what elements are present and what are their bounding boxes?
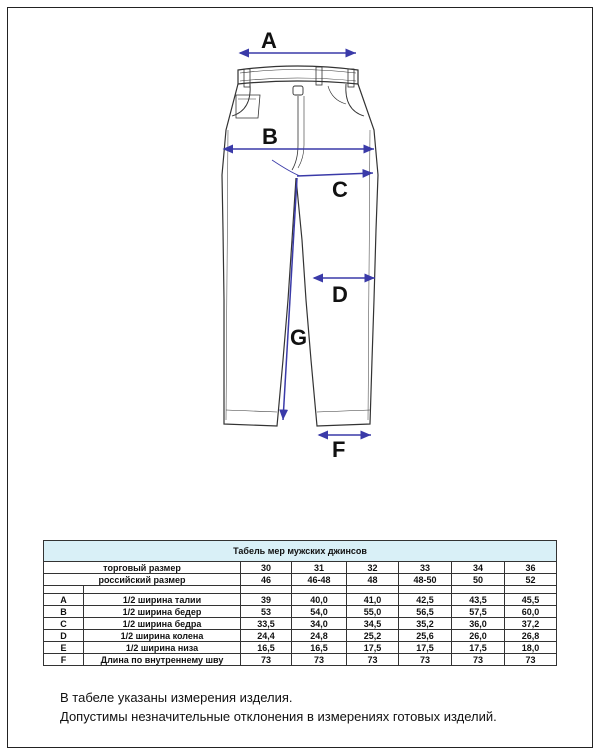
row-value: 40,0 — [291, 593, 347, 606]
jeans-diagram: A B C D G F — [221, 28, 379, 462]
notes: В табеле указаны измерения изделия. Допу… — [60, 688, 497, 726]
row-code: C — [43, 617, 84, 630]
spacer-row — [43, 585, 558, 594]
note-line: Допустимы незначительные отклонения в из… — [60, 709, 497, 724]
table-title: Табель мер мужских джинсов — [42, 540, 558, 562]
row-value: 41,0 — [346, 593, 399, 606]
header-cell: 34 — [451, 561, 505, 574]
label-b: B — [262, 124, 278, 149]
label-f: F — [332, 437, 345, 462]
size-table: Табель мер мужских джинсов торговый разм… — [42, 540, 558, 666]
row-value: 18,0 — [503, 641, 558, 654]
header-label: российский размер — [43, 573, 241, 586]
row-value: 73 — [503, 653, 558, 666]
header-cell: 33 — [398, 561, 452, 574]
row-value: 56,5 — [398, 605, 452, 618]
row-value: 36,0 — [451, 617, 505, 630]
row-value: 26,8 — [503, 629, 558, 642]
row-name: 1/2 ширина бедер — [83, 605, 241, 618]
row-value: 17,5 — [398, 641, 452, 654]
row-code: B — [43, 605, 84, 618]
row-code: F — [43, 653, 84, 666]
row-code: A — [43, 593, 84, 606]
row-value: 73 — [451, 653, 505, 666]
note-line: В табеле указаны измерения изделия. — [60, 690, 293, 705]
row-value: 57,5 — [451, 605, 505, 618]
header-cell: 46 — [240, 573, 292, 586]
label-d: D — [332, 282, 348, 307]
row-value: 73 — [398, 653, 452, 666]
row-value: 39 — [240, 593, 292, 606]
table-row: B 1/2 ширина бедер 53 54,0 55,0 56,5 57,… — [43, 605, 558, 618]
row-value: 16,5 — [291, 641, 347, 654]
row-value: 37,2 — [503, 617, 558, 630]
row-value: 17,5 — [346, 641, 399, 654]
row-value: 43,5 — [451, 593, 505, 606]
row-value: 45,5 — [503, 593, 558, 606]
label-c: C — [332, 177, 348, 202]
row-value: 73 — [291, 653, 347, 666]
header-cell: 30 — [240, 561, 292, 574]
row-value: 26,0 — [451, 629, 505, 642]
header-cell: 50 — [451, 573, 505, 586]
crotch-marker — [271, 159, 301, 177]
row-value: 42,5 — [398, 593, 452, 606]
page-frame — [7, 7, 593, 748]
header-cell: 48 — [346, 573, 399, 586]
row-code: D — [43, 629, 84, 642]
header-cell: 31 — [291, 561, 347, 574]
header-cell: 52 — [503, 573, 558, 586]
table-row: F Длина по внутреннему шву 73 73 73 73 7… — [43, 653, 558, 666]
row-value: 35,2 — [398, 617, 452, 630]
row-name: 1/2 ширина бедра — [83, 617, 241, 630]
measure-c-line — [296, 168, 374, 178]
label-a: A — [261, 28, 277, 53]
measurement-lines — [222, 48, 375, 440]
row-value: 16,5 — [240, 641, 292, 654]
table-row: C 1/2 ширина бедра 33,5 34,0 34,5 35,2 3… — [43, 617, 558, 630]
table-row: E 1/2 ширина низа 16,5 16,5 17,5 17,5 17… — [43, 641, 558, 654]
row-value: 54,0 — [291, 605, 347, 618]
header-cell: 36 — [503, 561, 558, 574]
row-value: 34,5 — [346, 617, 399, 630]
row-value: 73 — [346, 653, 399, 666]
row-name: Длина по внутреннему шву — [83, 653, 241, 666]
table-row: D 1/2 ширина колена 24,4 24,8 25,2 25,6 … — [43, 629, 558, 642]
row-value: 25,2 — [346, 629, 399, 642]
table-row: A 1/2 ширина талии 39 40,0 41,0 42,5 43,… — [43, 593, 558, 606]
row-value: 34,0 — [291, 617, 347, 630]
row-value: 17,5 — [451, 641, 505, 654]
row-value: 33,5 — [240, 617, 292, 630]
row-value: 24,4 — [240, 629, 292, 642]
row-value: 60,0 — [503, 605, 558, 618]
row-name: 1/2 ширина низа — [83, 641, 241, 654]
label-g: G — [290, 325, 307, 350]
header-cell: 48-50 — [398, 573, 452, 586]
row-value: 24,8 — [291, 629, 347, 642]
row-name: 1/2 ширина талии — [83, 593, 241, 606]
header-cell: 46-48 — [291, 573, 347, 586]
header-label: торговый размер — [43, 561, 241, 574]
row-code: E — [43, 641, 84, 654]
header-row-trade-size: торговый размер 30 31 32 33 34 36 — [43, 561, 558, 574]
measure-g-line — [279, 177, 298, 421]
header-cell: 32 — [346, 561, 399, 574]
row-name: 1/2 ширина колена — [83, 629, 241, 642]
header-row-russian-size: российский размер 46 46-48 48 48-50 50 5… — [43, 573, 558, 586]
row-value: 25,6 — [398, 629, 452, 642]
row-value: 55,0 — [346, 605, 399, 618]
row-value: 53 — [240, 605, 292, 618]
jeans-outline — [221, 65, 379, 427]
row-value: 73 — [240, 653, 292, 666]
